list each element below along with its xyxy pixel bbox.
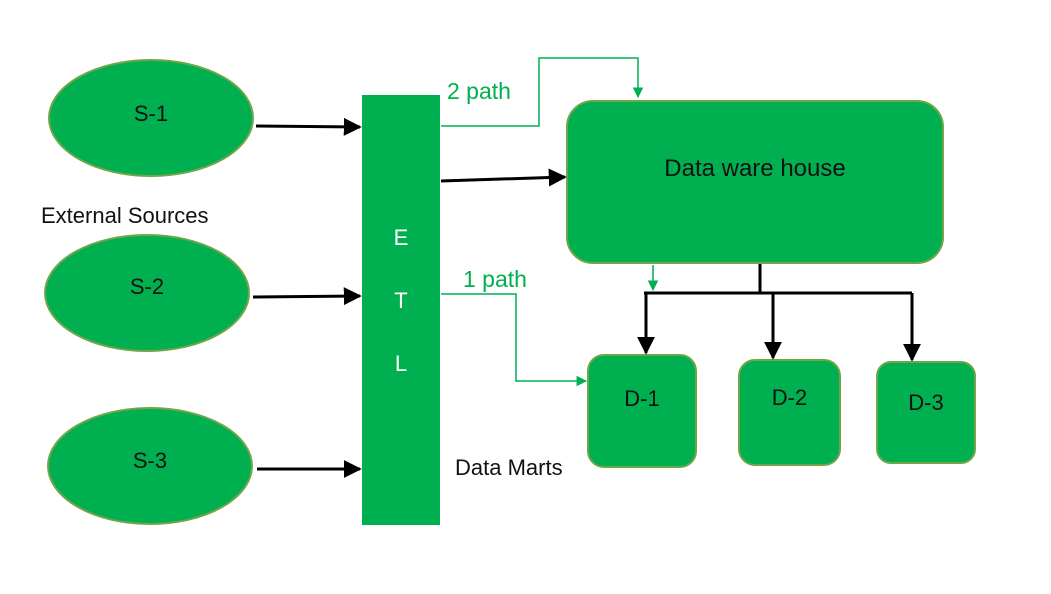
two-path-label: 2 path (447, 78, 511, 104)
data-mart-d3-block (876, 361, 976, 464)
source-s2-label: S-2 (129, 274, 165, 299)
data-mart-d2-label: D-2 (771, 385, 808, 410)
source-s1-label: S-1 (133, 101, 169, 126)
source-s2-ellipse (44, 234, 250, 352)
data-mart-d2-block (738, 359, 841, 466)
source-s1-ellipse (48, 59, 254, 177)
data-mart-d3-label: D-3 (908, 390, 944, 415)
one-path-connector (441, 293, 588, 387)
data-mart-d1-label: D-1 (624, 386, 660, 411)
source-s3-ellipse (47, 407, 253, 525)
data-warehouse-block (566, 100, 944, 264)
etl-letter-l: L (394, 351, 408, 376)
arrow-etl-to-warehouse (440, 168, 567, 187)
source-s3-label: S-3 (132, 448, 168, 473)
one-path-label: 1 path (463, 266, 527, 292)
etl-letter-e: E (393, 225, 409, 250)
arrow-s2-to-etl (252, 287, 362, 306)
two-path-connector (441, 57, 644, 127)
etl-block (362, 95, 440, 525)
data-warehouse-label: Data ware house (664, 155, 846, 182)
etl-letter-t: T (394, 288, 408, 313)
data-mart-d1-block (587, 354, 697, 468)
external-sources-caption: External Sources (41, 203, 209, 228)
arrow-s1-to-etl (255, 117, 362, 136)
data-marts-caption: Data Marts (455, 455, 563, 480)
